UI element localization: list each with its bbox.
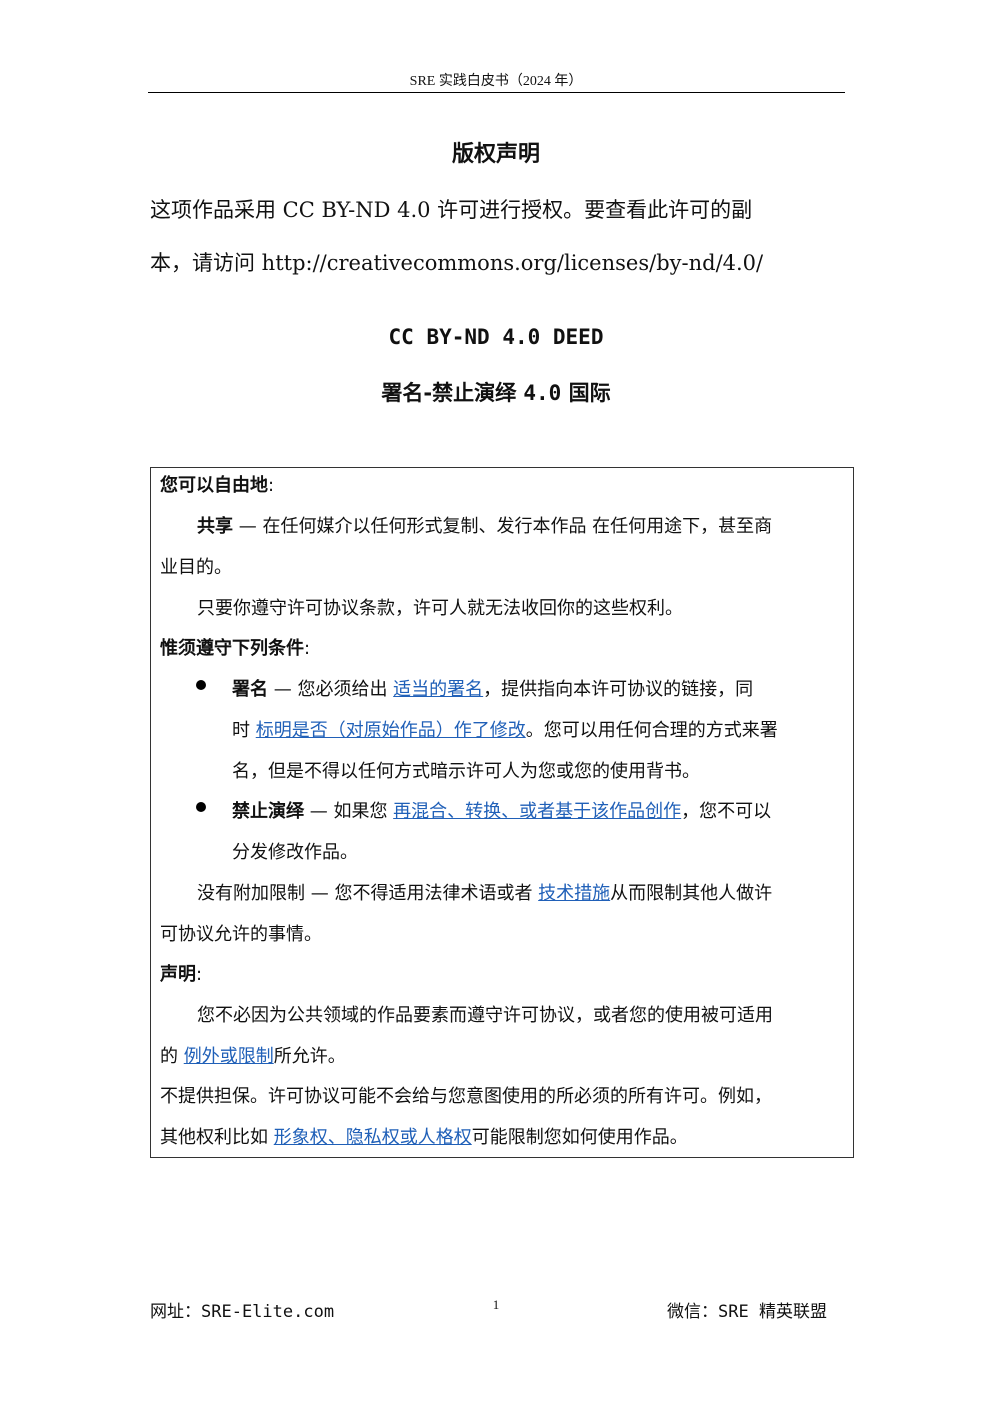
exceptions-link[interactable]: 例外或限制	[183, 1046, 274, 1067]
warranty-line-2: 其他权利比如 形象权、隐私权或人格权可能限制您如何使用作品。	[160, 1127, 688, 1148]
deed-title: CC BY-ND 4.0 DEED	[388, 325, 604, 349]
no-additional-line-1: 没有附加限制 — 您不得适用法律术语或者 技术措施从而限制其他人做许	[197, 883, 773, 904]
technological-measures-link[interactable]: 技术措施	[538, 883, 611, 904]
deed-subtitle: 署名-禁止演绎 4.0 国际	[0, 377, 992, 407]
share-label: 共享	[197, 516, 233, 537]
noderivatives-label: 禁止演绎	[232, 801, 304, 822]
attribution-line-3: 名，但是不得以任何方式暗示许可人为您或您的使用背书。	[232, 761, 700, 782]
noderivatives-line-1: 禁止演绎 — 如果您 再混合、转换、或者基于该作品创作，您不可以	[232, 801, 772, 822]
conditions-heading: 惟须遵守下列条件:	[160, 638, 311, 659]
running-header: SRE 实践白皮书（2024 年）	[409, 74, 583, 89]
irrevocable-note: 只要你遵守许可协议条款，许可人就无法收回你的这些权利。	[197, 598, 683, 619]
deed-subtitle-scope: 国际	[561, 381, 611, 405]
header-divider	[148, 92, 845, 93]
remix-link[interactable]: 再混合、转换、或者基于该作品创作	[393, 801, 682, 822]
page-number: 1	[492, 1297, 500, 1312]
share-line-1: 共享 — 在任何媒介以任何形式复制、发行本作品 在任何用途下，甚至商	[197, 516, 773, 537]
appropriate-credit-link[interactable]: 适当的署名	[393, 679, 484, 700]
publicity-privacy-link[interactable]: 形象权、隐私权或人格权	[273, 1127, 472, 1148]
intro-line-2: 本，请访问 http://creativecommons.org/license…	[150, 251, 764, 275]
warranty-line-1: 不提供担保。许可协议可能不会给与您意图使用的所必须的所有许可。例如，	[160, 1086, 772, 1107]
noderivatives-line-2: 分发修改作品。	[232, 842, 358, 863]
attribution-line-2: 时 标明是否（对原始作品）作了修改。您可以用任何合理的方式来署	[232, 720, 778, 741]
indicate-changes-link[interactable]: 标明是否（对原始作品）作了修改	[255, 720, 526, 741]
page-title: 版权声明	[451, 141, 540, 167]
attribution-line-1: 署名 — 您必须给出 适当的署名，提供指向本许可协议的链接，同	[232, 679, 754, 700]
footer-website: 网址：SRE-Elite.com	[150, 1302, 335, 1322]
deed-subtitle-name: 署名-禁止演绎	[381, 381, 524, 405]
footer-wechat: 微信：SRE 精英联盟	[667, 1302, 827, 1322]
bullet-icon	[196, 680, 206, 690]
notice-heading: 声明:	[160, 964, 203, 985]
attribution-label: 署名	[232, 679, 268, 700]
no-additional-line-2: 可协议允许的事情。	[160, 924, 322, 945]
intro-line-1: 这项作品采用 CC BY-ND 4.0 许可进行授权。要查看此许可的副	[150, 198, 753, 222]
free-heading: 您可以自由地:	[160, 475, 275, 496]
share-line-2: 业目的。	[160, 557, 232, 578]
notice-line-2: 的 例外或限制所允许。	[160, 1046, 346, 1067]
notice-line-1: 您不必因为公共领域的作品要素而遵守许可协议，或者您的使用被可适用	[197, 1005, 773, 1026]
license-deed-box: 您可以自由地: 共享 — 在任何媒介以任何形式复制、发行本作品 在任何用途下，甚…	[150, 467, 854, 1158]
deed-subtitle-version: 4.0	[523, 381, 562, 405]
bullet-icon	[196, 802, 206, 812]
